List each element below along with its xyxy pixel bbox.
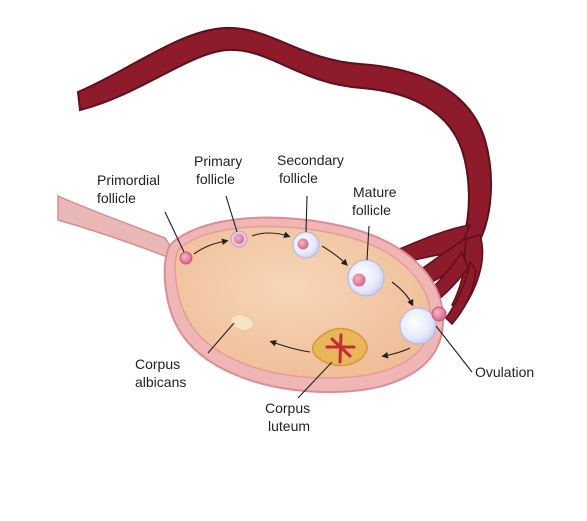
corpus-luteum — [311, 327, 368, 367]
secondary-follicle — [292, 231, 320, 259]
label-primary-follicle: Primary follicle — [194, 153, 242, 187]
cycle-arrows — [193, 231, 414, 359]
svg-text:Primordial: Primordial — [97, 172, 160, 188]
svg-text:Corpus: Corpus — [265, 400, 310, 416]
label-mature-follicle: Mature follicle — [352, 184, 397, 218]
svg-text:follicle: follicle — [279, 170, 318, 186]
svg-text:Ovulation: Ovulation — [475, 364, 534, 380]
svg-text:Primary: Primary — [194, 153, 242, 169]
label-secondary-follicle: Secondary follicle — [277, 152, 344, 186]
svg-text:follicle: follicle — [196, 171, 235, 187]
svg-text:follicle: follicle — [352, 202, 391, 218]
mature-follicle — [347, 259, 385, 297]
svg-text:follicle: follicle — [97, 190, 136, 206]
svg-text:albicans: albicans — [135, 374, 186, 390]
ovulation-follicle — [399, 306, 447, 345]
svg-text:Mature: Mature — [353, 184, 397, 200]
label-corpus-albicans: Corpus albicans — [135, 356, 186, 390]
corpus-albicans — [230, 314, 255, 331]
svg-text:luteum: luteum — [268, 418, 310, 434]
svg-text:Secondary: Secondary — [277, 152, 344, 168]
label-ovulation: Ovulation — [475, 364, 534, 380]
label-primordial-follicle: Primordial follicle — [97, 172, 160, 206]
label-corpus-luteum: Corpus luteum — [265, 400, 310, 434]
primary-follicle — [230, 230, 248, 248]
primordial-follicle — [179, 251, 193, 265]
leader-lines — [164, 195, 473, 399]
svg-text:Corpus: Corpus — [135, 356, 180, 372]
